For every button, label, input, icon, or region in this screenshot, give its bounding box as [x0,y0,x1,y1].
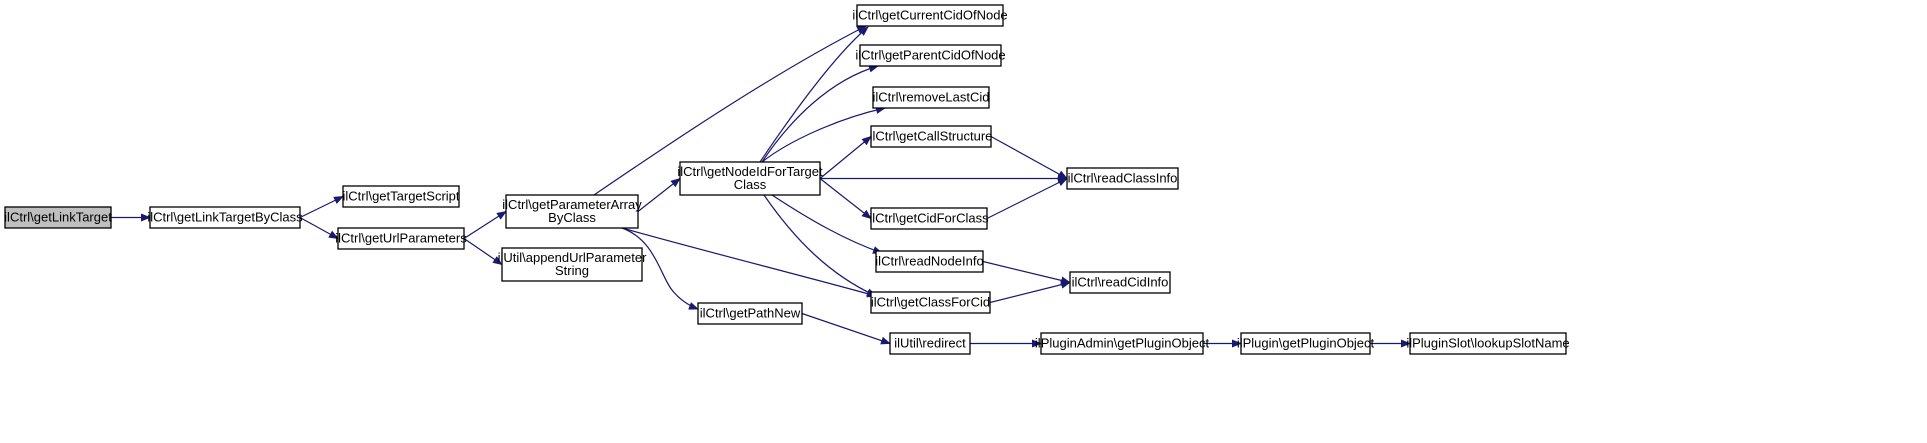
node-box [679,161,821,196]
node-lookupSlotName[interactable]: ilPluginSlot\lookupSlotName [1406,332,1570,355]
node-label: ilPluginSlot\lookupSlotName [1406,336,1569,351]
edge-getNodeIdForTargetClass-to-getCallStructure [819,135,872,179]
node-box [872,86,990,109]
node-label: ilCtrl\getParameterArray [502,197,642,212]
edge-getNodeIdForTargetClass-to-getCidForClass [819,178,872,220]
node-label: Class [734,177,767,192]
node-box [505,194,639,229]
node-box [342,185,460,208]
node-getLinkTarget[interactable]: ilCtrl\getLinkTarget [4,206,112,229]
node-label: ilCtrl\getLinkTarget [4,210,112,225]
edge-readNodeInfo-to-readCidInfo [982,260,1071,285]
node-box [1240,332,1371,355]
node-readNodeInfo[interactable]: ilCtrl\readNodeInfo [875,250,984,273]
node-label: ilCtrl\getClassForCid [871,295,990,310]
node-label: ilCtrl\getCurrentCidOfNode [852,8,1007,23]
node-label: ilPlugin\getPluginObject [1237,336,1375,351]
edge-getCidForClass-to-readClassInfo [986,177,1068,220]
node-redirect[interactable]: ilUtil\redirect [889,332,971,355]
node-box [501,247,643,282]
edge-getNodeIdForTargetClass-to-readNodeInfo [771,194,883,254]
node-label: ilCtrl\getCallStructure [870,129,993,144]
edge-getParameterArrayByClass-to-getCurrentCidOfNode [593,25,867,196]
node-label: ilCtrl\getParentCidOfNode [855,48,1005,63]
node-box [875,250,984,273]
node-getCurrentCidOfNode[interactable]: ilCtrl\getCurrentCidOfNode [852,4,1008,27]
node-box [870,207,988,230]
edge-getLinkTargetByClass-to-getTargetScript [299,195,344,219]
node-label: ilCtrl\getUrlParameters [335,231,467,246]
node-getLinkTargetByClass[interactable]: ilCtrl\getLinkTargetByClass [147,206,303,229]
edge-getCallStructure-to-readClassInfo [990,135,1068,180]
node-box [1069,271,1171,294]
node-box [856,4,1004,27]
node-box [870,291,991,314]
node-label: ilUtil\redirect [894,336,966,351]
node-label: ilCtrl\readCidInfo [1072,275,1169,290]
node-box [149,206,301,229]
edge-getParameterArrayByClass-to-getPathNew [621,227,699,310]
edge-getNodeIdForTargetClass-to-getParentCidOfNode [761,64,879,163]
edge-getClassForCid-to-readCidInfo [989,280,1071,304]
node-getCallStructure[interactable]: ilCtrl\getCallStructure [870,125,993,148]
edge-getParameterArrayByClass-to-getNodeIdForTargetClass [637,177,681,212]
edges-layer [111,25,1411,348]
node-box [4,206,112,229]
node-pluginGetPluginObject[interactable]: ilPlugin\getPluginObject [1237,332,1375,355]
node-box [697,302,803,325]
nodes-layer: ilCtrl\getLinkTarget ilCtrl\getLinkTarget… [4,4,1570,355]
edge-getLinkTargetByClass-to-getUrlParameters [299,216,339,240]
node-getClassForCid[interactable]: ilCtrl\getClassForCid [870,291,991,314]
node-box [889,332,971,355]
node-label: ilCtrl\getCidForClass [869,211,989,226]
node-getPathNew[interactable]: ilCtrl\getPathNew [697,302,803,325]
node-box [870,125,992,148]
node-label: ilCtrl\readNodeInfo [875,254,983,269]
node-label: ilCtrl\getTargetScript [342,189,459,204]
node-label: ilCtrl\getPathNew [700,306,801,321]
node-getParentCidOfNode[interactable]: ilCtrl\getParentCidOfNode [855,44,1006,67]
node-getCidForClass[interactable]: ilCtrl\getCidForClass [869,207,989,230]
node-box [859,44,1002,67]
node-label: ilUtil\appendUrlParameter [498,250,648,265]
edge-getUrlParameters-to-appendUrlParameterString [463,238,503,266]
node-getUrlParameters[interactable]: ilCtrl\getUrlParameters [335,227,467,250]
node-box [1040,332,1204,355]
node-label: ilCtrl\getLinkTargetByClass [147,210,303,225]
node-label: ilCtrl\removeLastCid [872,90,989,105]
node-readClassInfo[interactable]: ilCtrl\readClassInfo [1066,167,1179,190]
edge-getUrlParameters-to-getParameterArrayByClass [463,210,507,240]
node-label: ilPluginAdmin\getPluginObject [1035,336,1210,351]
node-readCidInfo[interactable]: ilCtrl\readCidInfo [1069,271,1171,294]
edge-getParameterArrayByClass-to-getClassForCid [621,227,877,298]
node-label: String [555,263,589,278]
node-label: ilCtrl\readClassInfo [1068,171,1178,186]
node-getTargetScript[interactable]: ilCtrl\getTargetScript [342,185,460,208]
node-box [1066,167,1179,190]
node-box [1409,332,1567,355]
edge-getNodeIdForTargetClass-to-getCurrentCidOfNode [759,26,869,163]
edge-getPathNew-to-redirect [801,312,891,345]
node-label: ByClass [548,210,596,225]
node-removeLastCid[interactable]: ilCtrl\removeLastCid [872,86,990,109]
edge-getNodeIdForTargetClass-to-removeLastCid [761,106,886,163]
node-box [337,227,465,250]
node-label: ilCtrl\getNodeIdForTarget [677,164,823,179]
node-pluginAdminGetPluginObject[interactable]: ilPluginAdmin\getPluginObject [1035,332,1210,355]
edge-getNodeIdForTargetClass-to-getClassForCid [763,194,877,297]
